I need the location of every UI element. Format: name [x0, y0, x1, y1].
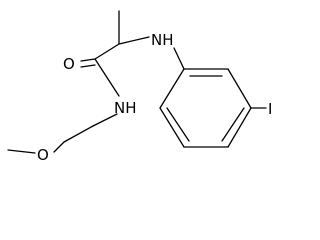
- bond-carbonyl-o-2: [80, 64, 96, 68]
- bonds: [7, 10, 267, 154]
- bond-amine-n-ring: [173, 47, 185, 70]
- bond-alpha-amine-n: [118, 36, 150, 45]
- bond-carbonyl-o-1: [80, 58, 96, 62]
- bond-carbonyl-amide-n: [94, 58, 120, 97]
- ring-inner-bond-3: [221, 107, 245, 142]
- ring-bond-5: [227, 68, 252, 109]
- bond-amide-n-ch2: [92, 113, 118, 127]
- ring-inner-bond-2: [166, 107, 190, 142]
- structure-diagram: O NH NH I O: [7, 10, 273, 164]
- atom-iodine: I: [268, 100, 272, 118]
- atom-labels: O NH NH I O: [37, 31, 272, 164]
- ring-bond-1: [159, 68, 185, 109]
- atom-oxygen-ether: O: [37, 146, 49, 164]
- bond-ch2-ether-o: [53, 141, 65, 153]
- atom-nitrogen-amine: NH: [151, 31, 174, 49]
- molecule-drawing: O NH NH I O: [7, 10, 272, 164]
- bond-ether-o-methyl: [7, 149, 36, 154]
- atom-nitrogen-amide: NH: [114, 99, 137, 117]
- bond-ch2-ch2: [63, 125, 94, 143]
- ring-bond-2: [159, 107, 185, 148]
- ring-bond-4: [227, 107, 252, 148]
- atom-oxygen-carbonyl: O: [63, 55, 75, 73]
- bond-alpha-carbonyl: [94, 43, 120, 60]
